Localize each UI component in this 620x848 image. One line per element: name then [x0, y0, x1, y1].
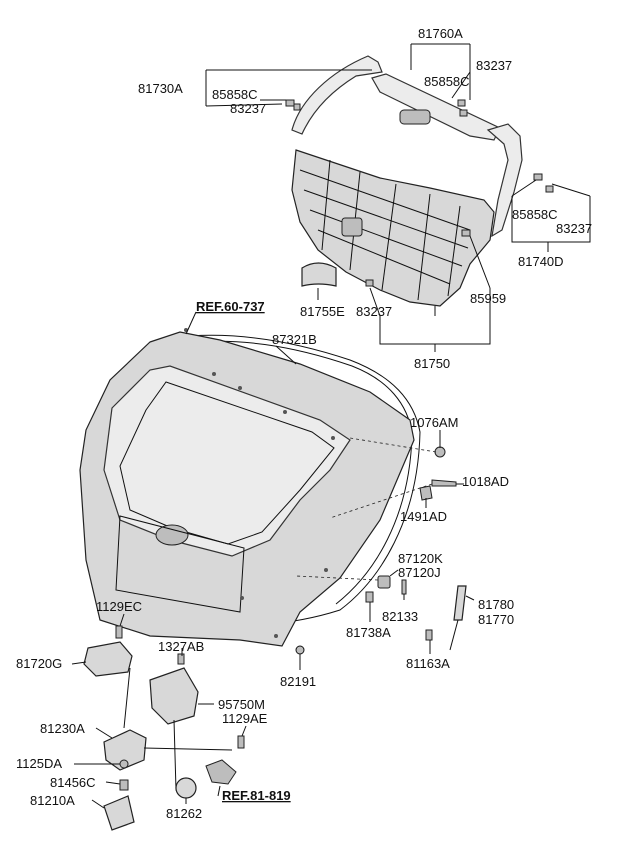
tailgate-inner-trim-panel-81750: [291, 149, 495, 307]
lock-cylinder-piece: [205, 759, 237, 785]
clip-83237-panel: [365, 279, 374, 287]
label-81163A: 81163A: [406, 656, 450, 671]
inner-panel-emblem: [341, 217, 363, 237]
label-83237-panel: 83237: [356, 304, 392, 319]
latch-assembly-81230A: [103, 729, 147, 771]
clip-85858C-right: [533, 173, 543, 181]
leader-lines: [71, 43, 591, 809]
label-1129EC: 1129EC: [96, 599, 142, 614]
tailgate-glass-inner: [119, 381, 335, 545]
label-85858C-top: 85858C: [424, 74, 470, 89]
label-1018AD: 1018AD: [462, 474, 509, 489]
clip-85959: [461, 229, 471, 237]
label-83237-top: 83237: [476, 58, 512, 73]
actuator-81720G: [83, 641, 133, 677]
label-81760A: 81760A: [418, 26, 463, 41]
ref-60-737: REF.60-737: [196, 299, 265, 314]
label-81750: 81750: [414, 356, 450, 371]
inner-pull-handle-81755E: [301, 262, 337, 287]
ref-81-819: REF.81-819: [222, 788, 291, 803]
clip-85858C-top: [457, 99, 466, 107]
label-1125DA: 1125DA: [16, 756, 62, 771]
label-83237-right: 83237: [556, 221, 592, 236]
right-side-trim-81740D: [486, 123, 523, 238]
label-1129AE: 1129AE: [222, 711, 268, 726]
nut-1076AM: [434, 446, 446, 458]
bumper-1491AD: [419, 485, 433, 501]
latch-cable: [143, 747, 233, 751]
part-labels: 81760A 83237 85858C 81730A 85858C 83237 …: [16, 26, 592, 821]
bracket-81163A: [425, 629, 433, 641]
clip-83237-right: [545, 185, 554, 193]
switch-81262: [175, 777, 197, 799]
upper-side-trim-81730A: [291, 55, 383, 135]
bolt-81738A: [365, 591, 374, 603]
release-rod: [123, 667, 131, 729]
label-82191: 82191: [280, 674, 316, 689]
clip-83237-left: [293, 103, 301, 111]
stopper-82133: [401, 579, 407, 595]
label-1491AD: 1491AD: [400, 509, 447, 524]
label-81730A: 81730A: [138, 81, 183, 96]
label-87120K: 87120K: [398, 551, 443, 566]
label-81740D: 81740D: [518, 254, 564, 269]
bolt-1018AD: [431, 479, 457, 487]
label-81262: 81262: [166, 806, 202, 821]
clip-85858C-left: [285, 99, 295, 107]
label-81456C: 81456C: [50, 775, 96, 790]
screw-1327AB: [177, 653, 185, 665]
screw-1129EC: [115, 625, 123, 639]
label-87321B: 87321B: [272, 332, 317, 347]
upper-rail-clip: [399, 109, 431, 125]
label-81720G: 81720G: [16, 656, 62, 671]
label-87120J: 87120J: [398, 565, 441, 580]
license-plate-recess: [115, 515, 245, 613]
tailgate-emblem: [155, 524, 189, 546]
label-81755E: 81755E: [300, 304, 345, 319]
control-module-95750M: [149, 667, 199, 725]
label-83237-left: 83237: [230, 101, 266, 116]
label-81770: 81770: [478, 612, 514, 627]
label-81738A: 81738A: [346, 625, 391, 640]
label-85858C-right: 85858C: [512, 207, 558, 222]
gas-lifter-81780: [453, 585, 467, 621]
screw-1129AE: [237, 735, 245, 749]
label-1327AB: 1327AB: [158, 639, 204, 654]
label-81780: 81780: [478, 597, 514, 612]
weatherstrip-87321B-inner: [175, 340, 413, 605]
label-1076AM: 1076AM: [410, 415, 458, 430]
label-81230A: 81230A: [40, 721, 85, 736]
label-95750M: 95750M: [218, 697, 265, 712]
label-82133: 82133: [382, 609, 418, 624]
bracket-87120K: [377, 575, 391, 589]
striker-81210A: [103, 795, 135, 831]
label-81210A: 81210A: [30, 793, 75, 808]
label-85858C-left: 85858C: [212, 87, 258, 102]
inner-panel-ribs: [299, 159, 471, 301]
clip-83237-top: [459, 109, 468, 117]
cover-81456C: [119, 779, 129, 791]
upper-rail-trim-81760A: [371, 73, 501, 141]
gas-lifter-rod: [449, 619, 459, 651]
label-85959: 85959: [470, 291, 506, 306]
screw-1125DA: [119, 759, 129, 769]
tailgate-mounting-holes: [184, 328, 335, 638]
